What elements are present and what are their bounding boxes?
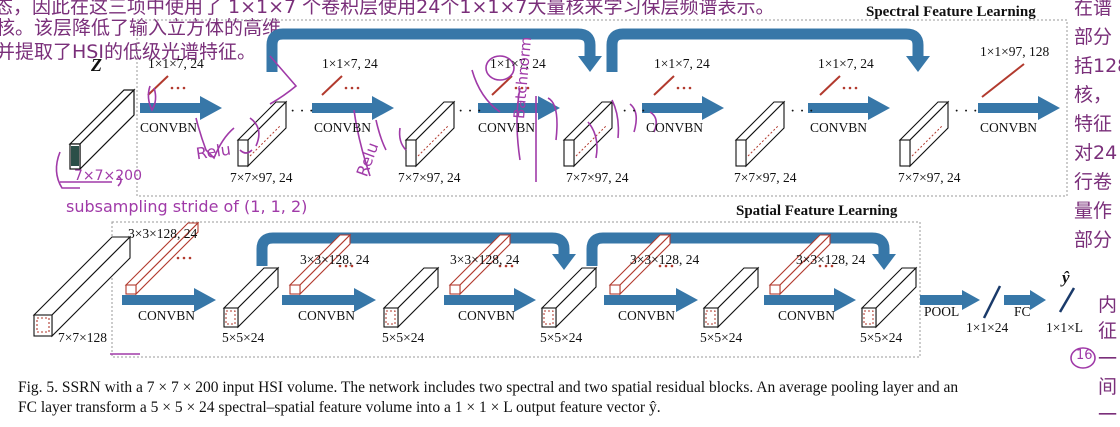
right-note-0: 在谱 — [1074, 0, 1113, 19]
right-lower-3: 间 — [1098, 376, 1118, 398]
spatial-skip-arrowhead-2 — [872, 254, 896, 270]
spatial-cube-label-1: 5×5×24 — [222, 330, 265, 345]
spatial-kernel-label-5: 3×3×128, 24 — [796, 252, 866, 267]
spectral-skip-arrowhead-1 — [578, 56, 602, 72]
spectral-skip-arrow-2 — [606, 28, 924, 72]
spectral-skip-arrow-1 — [266, 28, 596, 72]
spatial-cube-label-5: 5×5×24 — [860, 330, 903, 345]
spectral-op-6: CONVBN — [980, 120, 1038, 135]
spatial-op-4: CONVBN — [618, 308, 676, 323]
spectral-op-5: CONVBN — [810, 120, 868, 135]
right-lower-4: 一 — [1098, 404, 1118, 426]
spatial-op-5: CONVBN — [778, 308, 836, 323]
spectral-kernel-label-5: 1×1×7, 24 — [818, 56, 874, 71]
pool-label: POOL — [924, 304, 960, 319]
right-note-8: 部分 — [1074, 229, 1113, 251]
note-line-3: 并提取了HSI的低级光谱特征。 — [0, 41, 256, 63]
spectral-frame — [136, 19, 1068, 197]
spectral-cube-label-1: 7×7×97, 24 — [230, 170, 293, 185]
spatial-skip-arrow-2 — [586, 232, 890, 266]
spectral-cube-label-5: 7×7×97, 24 — [898, 170, 961, 185]
spectral-ellipsis-3: · · · — [622, 103, 646, 120]
note-line-1: 态，因此在这三项中使用了 1×1×7 个卷积层使用24个1×1×7大量核来学习保… — [0, 0, 775, 18]
spatial-cube-label-4: 5×5×24 — [700, 330, 743, 345]
spatial-frame — [111, 221, 921, 358]
output-vector — [1058, 287, 1076, 313]
right-margin-notes: 在谱 部分 括128 核， 特征 对24 行卷 量作 部分 — [1074, 0, 1120, 255]
note-line-2: 核。该层降低了输入立方体的高维 — [0, 17, 282, 39]
spectral-ellipsis-4: · · · — [790, 103, 814, 120]
spectral-kernel-label-6: 1×1×97, 128 — [980, 44, 1050, 59]
spatial-kernels — [124, 221, 832, 296]
spectral-cube-dots — [249, 125, 943, 157]
spatial-kernel-label-1: 3×3×128, 24 — [128, 226, 198, 241]
spectral-cubes — [236, 100, 950, 168]
right-note-4: 特征 — [1074, 113, 1113, 135]
handwritten-marks — [55, 55, 1096, 369]
spectral-cube-label-2: 7×7×97, 24 — [398, 170, 461, 185]
pooled-vector — [982, 285, 1002, 319]
right-lower-1: 征 — [1098, 320, 1118, 342]
spectral-ellipsis-1: · · · — [290, 103, 314, 120]
caption-line-1: Fig. 5. SSRN with a 7 × 7 × 200 input HS… — [18, 379, 959, 396]
spatial-cubes — [222, 266, 918, 329]
output-label: 1×1×L — [1046, 320, 1083, 335]
spectral-kernel-label-2: 1×1×7, 24 — [322, 56, 378, 71]
spatial-kernel-label-2: 3×3×128, 24 — [300, 252, 370, 267]
right-note-7: 量作 — [1074, 200, 1113, 222]
right-lower-2: 一 — [1098, 348, 1118, 370]
spectral-op-4: CONVBN — [646, 120, 704, 135]
spatial-op-3: CONVBN — [458, 308, 516, 323]
right-note-3: 核， — [1074, 84, 1113, 106]
spectral-kernel-label-3: 1×1×7, 24 — [490, 56, 546, 71]
spatial-cube-dots — [225, 310, 874, 325]
spatial-op-1: CONVBN — [138, 308, 196, 323]
right-note-5: 对24 — [1074, 142, 1118, 164]
spatial-kernel-label-4: 3×3×128, 24 — [630, 252, 700, 267]
spectral-op-3: CONVBN — [478, 120, 536, 135]
spectral-ellipsis-5: · · · — [954, 103, 978, 120]
right-lower-0: 内 — [1098, 294, 1118, 316]
spatial-title: Spatial Feature Learning — [736, 203, 898, 219]
spectral-cube-label-3: 7×7×97, 24 — [566, 170, 629, 185]
spatial-input-label: 7×7×128 — [58, 330, 107, 345]
right-note-6: 行卷 — [1074, 171, 1113, 193]
right-note-1: 部分 — [1074, 26, 1113, 48]
spatial-cube-label-3: 5×5×24 — [540, 330, 583, 345]
caption-line-2: FC layer transform a 5 × 5 × 24 spectral… — [18, 399, 661, 416]
input-symbol-z: Z — [91, 55, 102, 75]
spectral-op-2: CONVBN — [314, 120, 372, 135]
spatial-cube-label-2: 5×5×24 — [382, 330, 425, 345]
spatial-op-arrows — [122, 288, 1046, 312]
spectral-title: Spectral Feature Learning — [866, 4, 1036, 20]
circled-number: 16 — [1076, 348, 1093, 363]
spatial-op-2: CONVBN — [298, 308, 356, 323]
input-cube-z — [68, 88, 136, 171]
subsampling-note: subsampling stride of (1, 1, 2) — [66, 197, 308, 216]
spatial-kernel-dots — [176, 256, 834, 268]
spatial-input-cube — [32, 235, 132, 338]
spectral-op-1: CONVBN — [140, 120, 198, 135]
handwritten-dims: 7×7×200 — [74, 168, 142, 184]
spatial-kernel-label-3: 3×3×128, 24 — [450, 252, 520, 267]
spectral-kernel-dots — [170, 86, 858, 90]
spectral-kernel-label-4: 1×1×7, 24 — [654, 56, 710, 71]
right-note-2: 括128 — [1074, 55, 1120, 77]
spectral-kernel-label-1: 1×1×7, 24 — [148, 56, 204, 71]
spectral-cube-label-4: 7×7×97, 24 — [734, 170, 797, 185]
fc-label: FC — [1014, 304, 1031, 319]
spatial-skip-arrowhead-1 — [552, 254, 576, 270]
spectral-skip-arrowhead-2 — [906, 56, 930, 72]
spectral-op-arrows — [140, 96, 1060, 120]
pooled-label: 1×1×24 — [966, 320, 1009, 335]
output-symbol: ŷ — [1062, 268, 1070, 287]
spectral-kernels — [147, 63, 1025, 98]
spectral-ellipsis-2: · · · — [458, 103, 482, 120]
spatial-skip-arrow-1 — [256, 232, 570, 266]
